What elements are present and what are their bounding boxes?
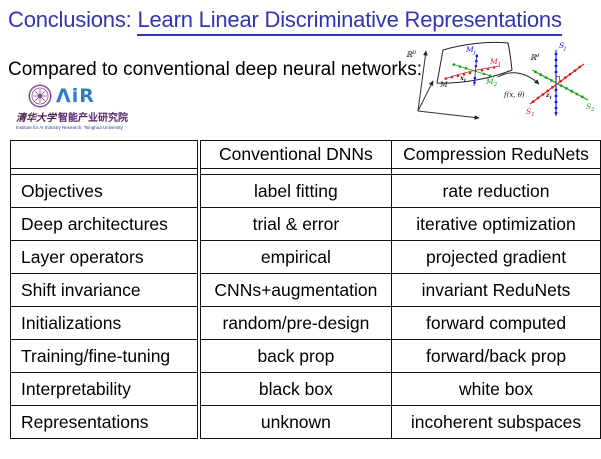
dnn-value-cell: empirical <box>198 240 393 274</box>
air-wordmark: ΛiR <box>56 85 95 107</box>
label-mapping-function: f(x, θ) <box>503 91 525 99</box>
title-prefix: Conclusions: <box>8 7 132 32</box>
label-subspace-1: S1 <box>526 107 535 118</box>
redunet-value-cell: invariant ReduNets <box>391 273 601 307</box>
subspace-1-dots <box>531 65 582 103</box>
row-label-cell: Deep architectures <box>9 207 201 241</box>
table-row: Layer operators empirical projected grad… <box>9 240 601 274</box>
mapping-arrow <box>497 72 540 85</box>
table-row: Shift invariance CNNs+augmentation invar… <box>9 273 601 307</box>
subspace-j-dots <box>554 52 558 115</box>
row-label-cell: Representations <box>9 405 201 439</box>
label-manifold-j: Mj <box>465 45 476 56</box>
green-sample-dots <box>452 63 492 78</box>
dnn-value-cell: trial & error <box>198 207 393 241</box>
logo-top-row: ΛiR <box>28 84 176 108</box>
redunet-value-cell: forward computed <box>391 306 601 340</box>
comparison-table: Conventional DNNs Compression ReduNets O… <box>9 140 601 439</box>
dnn-value-cell: label fitting <box>198 174 393 208</box>
redunet-value-cell: iterative optimization <box>391 207 601 241</box>
row-label-cell: Interpretability <box>9 372 201 406</box>
manifold-curve-j <box>473 53 478 87</box>
row-label-cell: Shift invariance <box>9 273 201 307</box>
table-row: Interpretability black box white box <box>9 372 601 406</box>
manifold-mapping-diagram: ℝD ℝd M Mj M1 M2 xi f(x, θ) Sj S1 S2 zi <box>406 41 595 120</box>
table-row: Initializations random/pre-design forwar… <box>9 306 601 340</box>
logo-university-cn: 清华大学 <box>16 113 56 124</box>
blue-sample-dots <box>473 54 479 84</box>
right-angle-mark <box>555 75 561 80</box>
row-label-cell: Training/fine-tuning <box>9 339 201 373</box>
label-subspace-2: S2 <box>586 102 595 113</box>
manifold-patch <box>436 41 513 84</box>
label-manifold-2: M2 <box>485 77 498 88</box>
comparison-table-container: Conventional DNNs Compression ReduNets O… <box>9 140 601 439</box>
red-sample-dots <box>444 66 496 80</box>
label-rD: ℝD <box>406 50 416 59</box>
subtitle: Compared to conventional deep neural net… <box>8 59 423 80</box>
label-point-z: zi <box>545 91 552 101</box>
table-row: Deep architectures trial & error iterati… <box>9 207 601 241</box>
rD-axes <box>417 50 480 120</box>
dnn-value-cell: random/pre-design <box>198 306 393 340</box>
row-label-cell: Initializations <box>9 306 201 340</box>
redunet-value-cell: forward/back prop <box>391 339 601 373</box>
logo-english-name: Institute for AI Industry Research, Tsin… <box>16 125 123 130</box>
table-header-row: Conventional DNNs Compression ReduNets <box>9 140 601 169</box>
dnn-value-cell: unknown <box>198 405 393 439</box>
dnn-value-cell: back prop <box>198 339 393 373</box>
logo-institute-cn: 智能产业研究院 <box>58 113 128 124</box>
tsinghua-seal-icon <box>28 84 52 108</box>
redunet-value-cell: white box <box>391 372 601 406</box>
redunet-value-cell: incoherent subspaces <box>391 405 601 439</box>
row-label-cell: Layer operators <box>9 240 201 274</box>
dnn-value-cell: CNNs+augmentation <box>198 273 393 307</box>
air-institute-logo: ΛiR 清华大学智能产业研究院 Institute for AI Industr… <box>16 84 176 130</box>
logo-chinese-name: 清华大学智能产业研究院 <box>16 109 176 124</box>
redunet-value-cell: rate reduction <box>391 174 601 208</box>
dnn-value-cell: black box <box>198 372 393 406</box>
label-subspace-j: Sj <box>559 41 566 52</box>
table-row: Representations unknown incoherent subsp… <box>9 405 601 439</box>
redunet-value-cell: projected gradient <box>391 240 601 274</box>
table-row: Training/fine-tuning back prop forward/b… <box>9 339 601 373</box>
row-label-cell: Objectives <box>9 174 201 208</box>
table-row: Objectives label fitting rate reduction <box>9 174 601 208</box>
header-blank-cell <box>9 140 201 169</box>
label-manifold-1: M1 <box>489 57 501 68</box>
header-redunet-cell: Compression ReduNets <box>391 140 601 169</box>
label-point-x: xi <box>459 74 466 84</box>
title-emphasis: Learn Linear Discriminative Representati… <box>137 7 562 36</box>
subspace-2-dots <box>534 70 584 99</box>
label-rd: ℝd <box>530 53 539 62</box>
page-title: Conclusions: Learn Linear Discriminative… <box>8 7 562 36</box>
label-manifold: M <box>439 80 448 89</box>
header-dnn-cell: Conventional DNNs <box>198 140 393 169</box>
